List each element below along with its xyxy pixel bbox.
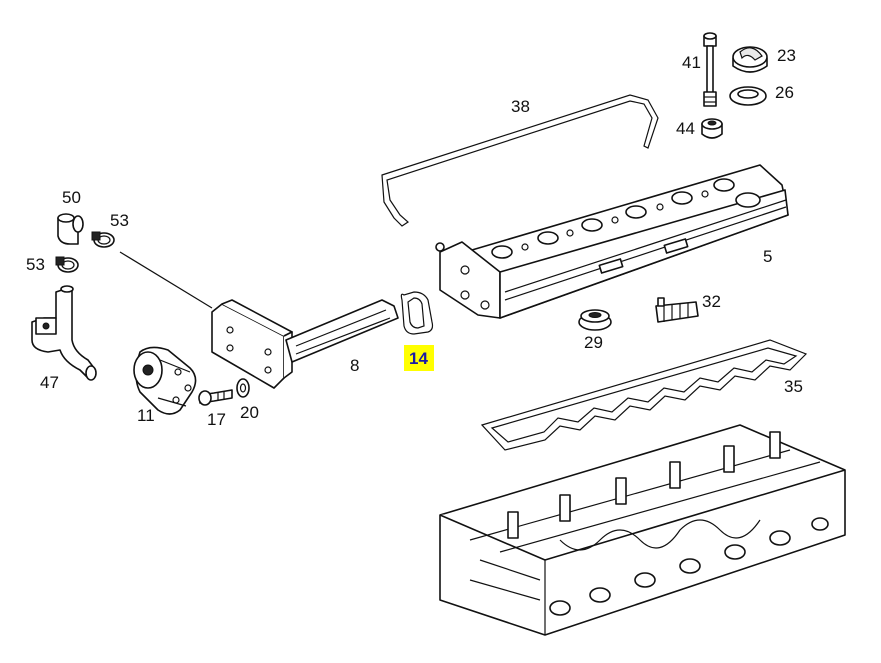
- callout-53-lower: 53: [26, 255, 45, 274]
- callout-5: 5: [763, 247, 772, 266]
- cylinder-head-details: [469, 431, 829, 616]
- part-17-bolt: [198, 389, 233, 406]
- part-14-gasket: [400, 291, 434, 335]
- part-20-washer: [236, 378, 250, 398]
- part-53-clamp-upper: [91, 231, 115, 248]
- part-47-breather-pipe: [31, 285, 97, 381]
- callout-20: 20: [240, 403, 259, 422]
- part-23-cap: [732, 46, 768, 73]
- callout-32: 32: [702, 292, 721, 311]
- part-41-bolt: [703, 32, 717, 107]
- callout-14: 14: [409, 349, 428, 368]
- part-8-oil-separator: [119, 251, 399, 389]
- part-5-head-cover: [435, 164, 789, 319]
- part-26-seal-ring: [729, 86, 767, 106]
- callout-14-highlight: [404, 345, 434, 371]
- callout-44: 44: [676, 119, 695, 138]
- part-29-seal: [578, 309, 612, 331]
- part-35-cover-gasket: [480, 339, 808, 451]
- part-53-clamp-lower: [55, 256, 79, 273]
- part-11-housing: [133, 346, 197, 415]
- callout-29: 29: [584, 333, 603, 352]
- callout-26: 26: [775, 83, 794, 102]
- callout-50: 50: [62, 188, 81, 207]
- callout-23: 23: [777, 46, 796, 65]
- part-50-elbow: [57, 213, 84, 245]
- callout-8: 8: [350, 356, 359, 375]
- cylinder-head: [439, 424, 846, 636]
- callout-labels: 41 23 26 38 44 50 53 53 5 32 29 14 8 47 …: [26, 46, 803, 429]
- callout-38: 38: [511, 97, 530, 116]
- callout-53-upper: 53: [110, 211, 129, 230]
- callout-17: 17: [207, 410, 226, 429]
- callout-11: 11: [137, 406, 155, 425]
- callout-47: 47: [40, 373, 59, 392]
- part-38-gasket: [381, 94, 659, 227]
- callout-35: 35: [784, 377, 803, 396]
- callout-41: 41: [682, 53, 701, 72]
- part-44-grommet: [701, 118, 723, 139]
- part-32-connector: [655, 297, 699, 323]
